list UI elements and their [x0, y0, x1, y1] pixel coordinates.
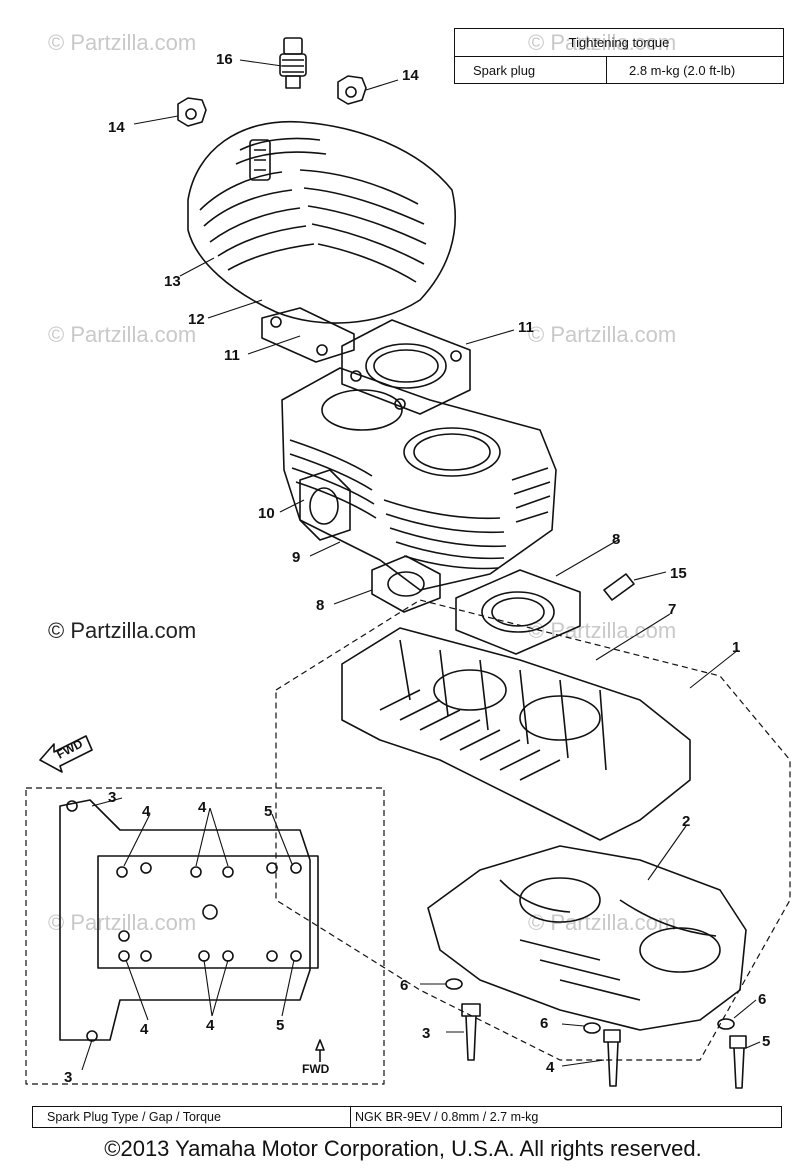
intake-port-part [299, 469, 351, 541]
callout-8: 8 [612, 531, 620, 548]
torque-table-part: Spark plug [455, 57, 607, 84]
spec-label: Spark Plug Type / Gap / Torque [33, 1107, 351, 1127]
callout-4: 4 [142, 803, 151, 820]
spark-plug-spec-bar: Spark Plug Type / Gap / Torque NGK BR-9E… [32, 1106, 782, 1128]
callout-10: 10 [258, 505, 275, 522]
callout-3: 3 [108, 789, 116, 806]
callout-9: 9 [292, 549, 300, 566]
callout-4: 4 [198, 799, 207, 816]
callout-5: 5 [762, 1033, 770, 1050]
dowel-pin-part [603, 573, 635, 601]
lower-crankcase-part [427, 845, 747, 1031]
cylinder-block-part [281, 367, 557, 591]
fwd-label: FWD [302, 1062, 330, 1076]
callout-11: 11 [224, 347, 240, 364]
forward-arrow-icon [315, 1039, 325, 1062]
callout-3: 3 [422, 1025, 430, 1042]
callout-3: 3 [64, 1069, 72, 1086]
callout-14: 14 [402, 67, 419, 84]
watermark: © Partzilla.com [48, 30, 197, 55]
callout-16: 16 [216, 51, 233, 68]
callout-4: 4 [546, 1059, 555, 1076]
torque-table: Tightening torque Spark plug 2.8 m-kg (2… [454, 28, 784, 84]
callout-11: 11 [518, 319, 534, 336]
torque-table-header: Tightening torque [455, 29, 783, 57]
cylinder-head-part [187, 120, 456, 324]
callout-5: 5 [264, 803, 272, 820]
callout-4: 4 [140, 1021, 149, 1038]
base-gasket-part [455, 569, 581, 655]
forward-arrow-icon [39, 735, 93, 773]
watermark-main: © Partzilla.com [48, 618, 197, 643]
callout-7: 7 [668, 601, 676, 618]
callout-5: 5 [276, 1017, 284, 1034]
watermark: © Partzilla.com [528, 618, 677, 643]
callout-6: 6 [758, 991, 766, 1008]
watermark: © Partzilla.com [48, 322, 197, 347]
copyright-notice: ©2013 Yamaha Motor Corporation, U.S.A. A… [104, 1136, 702, 1161]
callout-12: 12 [188, 311, 205, 328]
watermark: © Partzilla.com [528, 910, 677, 935]
callout-8: 8 [316, 597, 324, 614]
watermark: © Partzilla.com [528, 322, 677, 347]
callout-1: 1 [732, 639, 740, 656]
cylinder-gasket-part [341, 319, 471, 415]
callout-15: 15 [670, 565, 687, 582]
callout-6: 6 [400, 977, 408, 994]
cap-nut-part [337, 75, 367, 105]
upper-crankcase-part [341, 627, 691, 841]
spark-plug-part [279, 37, 307, 89]
base-gasket-part [371, 555, 441, 613]
head-gasket-part [261, 307, 355, 363]
bolt-part [461, 1003, 747, 1089]
callout-6: 6 [540, 1015, 548, 1032]
assembly-boundary [275, 599, 791, 1061]
leader-lines [81, 59, 761, 1071]
callout-4: 4 [206, 1017, 215, 1034]
torque-table-row: Spark plug 2.8 m-kg (2.0 ft-lb) [455, 57, 783, 84]
callout-14: 14 [108, 119, 125, 136]
bolt-pattern-inset [25, 787, 385, 1085]
cap-nut-part [177, 97, 207, 127]
callout-labels: 16 14 14 13 12 11 11 10 9 8 8 15 7 1 2 3… [64, 51, 770, 1086]
watermark: © Partzilla.com [528, 30, 677, 55]
callout-2: 2 [682, 813, 690, 830]
callout-13: 13 [164, 273, 181, 290]
torque-table-value: 2.8 m-kg (2.0 ft-lb) [629, 63, 736, 78]
spec-value: NGK BR-9EV / 0.8mm / 2.7 m-kg [355, 1110, 539, 1124]
